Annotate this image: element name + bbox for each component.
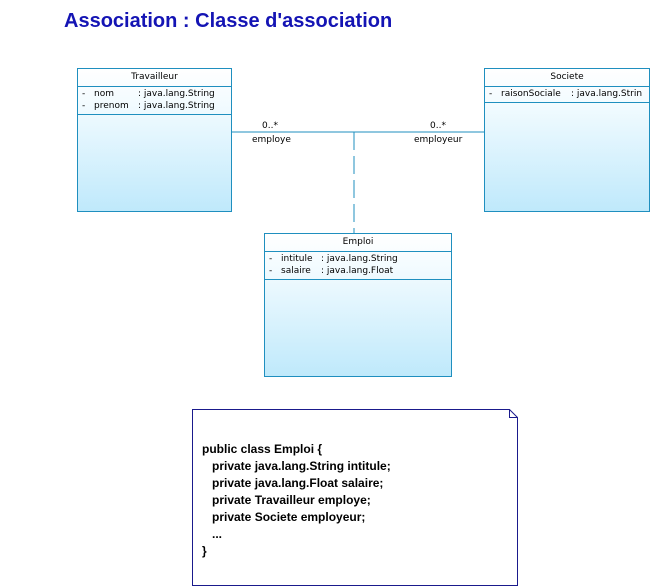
right-role-label: employeur <box>414 135 463 145</box>
attribute-name: salaire <box>281 266 311 276</box>
attribute-type: : java.lang.String <box>138 89 215 99</box>
attribute-visibility: - <box>269 266 273 276</box>
note-line: private Travailleur employe; <box>202 493 371 507</box>
attribute-visibility: - <box>82 89 86 99</box>
attribute-row[interactable]: - nom : java.lang.String <box>78 88 231 100</box>
left-role-label: employe <box>252 135 291 145</box>
class-travailleur[interactable]: Travailleur - nom : java.lang.String - p… <box>77 68 232 212</box>
attribute-type: : java.lang.Float <box>321 266 394 276</box>
attribute-compartment: - raisonSociale : java.lang.Strin <box>485 87 649 103</box>
attribute-visibility: - <box>82 101 86 111</box>
attribute-row[interactable]: - salaire : java.lang.Float <box>265 265 451 277</box>
attribute-type: : java.lang.Strin <box>571 89 643 99</box>
attribute-name: prenom <box>94 101 129 111</box>
attribute-visibility: - <box>269 254 273 264</box>
attribute-row[interactable]: - raisonSociale : java.lang.Strin <box>485 88 649 100</box>
class-societe[interactable]: Societe - raisonSociale : java.lang.Stri… <box>484 68 650 212</box>
class-name: Emploi <box>265 234 451 252</box>
right-multiplicity: 0..* <box>430 121 446 131</box>
attribute-type: : java.lang.String <box>321 254 398 264</box>
note-line: ... <box>202 527 223 541</box>
attribute-name: nom <box>94 89 114 99</box>
left-multiplicity: 0..* <box>262 121 278 131</box>
note-line: private java.lang.Float salaire; <box>202 476 384 490</box>
attribute-compartment: - nom : java.lang.String - prenom : java… <box>78 87 231 115</box>
note-line: private java.lang.String intitule; <box>202 459 391 473</box>
note-line: private Societe employeur; <box>202 510 366 524</box>
class-emploi[interactable]: Emploi - intitule : java.lang.String - s… <box>264 233 452 377</box>
class-name: Travailleur <box>78 69 231 87</box>
attribute-visibility: - <box>489 89 493 99</box>
attribute-row[interactable]: - prenom : java.lang.String <box>78 100 231 112</box>
note-line: } <box>202 544 207 558</box>
note-shape[interactable] <box>192 409 518 586</box>
note-fold <box>509 409 518 418</box>
attribute-compartment: - intitule : java.lang.String - salaire … <box>265 252 451 280</box>
attribute-row[interactable]: - intitule : java.lang.String <box>265 253 451 265</box>
attribute-name: intitule <box>281 254 313 264</box>
diagram-title: Association : Classe d'association <box>64 10 393 32</box>
note-code: public class Emploi { private java.lang.… <box>202 441 391 560</box>
attribute-name: raisonSociale <box>501 89 561 99</box>
note-line: public class Emploi { <box>202 442 323 456</box>
class-name: Societe <box>485 69 649 87</box>
attribute-type: : java.lang.String <box>138 101 215 111</box>
